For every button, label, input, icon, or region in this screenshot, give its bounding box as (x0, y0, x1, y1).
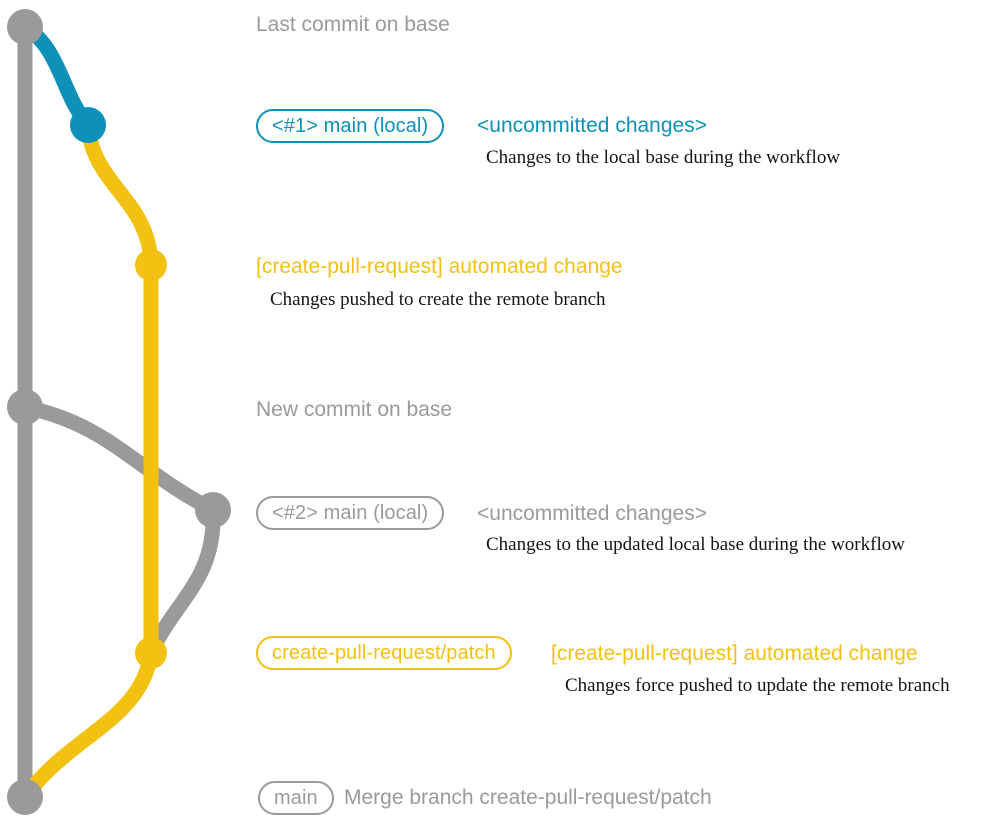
row-automated-change-1: [create-pull-request] automated change (256, 256, 623, 277)
commit-dot-automated-change-1 (135, 249, 167, 281)
branch-badge-main-local-2[interactable]: <#2> main (local) (256, 496, 445, 530)
row-main-local-1-detail: Changes to the local base during the wor… (486, 148, 840, 167)
headline-last-commit-on-base: Last commit on base (256, 13, 450, 36)
headline-uncommitted-changes-2: <uncommitted changes> (477, 502, 707, 525)
branch-badge-main[interactable]: main (258, 781, 334, 815)
edge-base-to-updated-local (17, 399, 221, 518)
row-automated-change-2: [create-pull-request] automated change (551, 643, 918, 664)
row-automated-change-1-detail: Changes pushed to create the remote bran… (270, 290, 606, 309)
commit-dot-main-local-1 (70, 107, 106, 143)
branch-badge-main-local-1[interactable]: <#1> main (local) (256, 109, 445, 143)
commit-dot-last-commit-on-base (7, 9, 43, 45)
edge-local-to-automated-1 (80, 117, 159, 273)
headline-automated-change-1: [create-pull-request] automated change (256, 255, 623, 278)
commit-dots (7, 9, 231, 815)
commit-dot-merge-main (7, 779, 43, 815)
commit-dot-main-local-2 (195, 492, 231, 528)
row-last-commit-on-base: Last commit on base (256, 14, 450, 35)
row-main-local-2: <uncommitted changes> (477, 503, 707, 524)
commit-dot-new-commit-on-base (7, 389, 43, 425)
row-main-local-2-detail: Changes to the updated local base during… (486, 535, 905, 554)
edge-patch-merge-to-base (17, 645, 159, 805)
headline-merge-branch: Merge branch create-pull-request/patch (344, 786, 712, 809)
edge-updated-local-to-patch (143, 502, 221, 661)
headline-automated-change-2: [create-pull-request] automated change (551, 642, 918, 665)
row-automated-change-2-detail: Changes force pushed to update the remot… (565, 676, 950, 695)
row-main-local-1: <uncommitted changes> (477, 115, 707, 136)
commit-dot-automated-change-2 (135, 637, 167, 669)
row-new-commit-on-base: New commit on base (256, 399, 452, 420)
row-merge-commit: Merge branch create-pull-request/patch (344, 787, 712, 808)
subline-updated-local-base-changes: Changes to the updated local base during… (486, 534, 905, 555)
headline-new-commit-on-base: New commit on base (256, 398, 453, 421)
headline-uncommitted-changes-1: <uncommitted changes> (477, 114, 707, 137)
subline-local-base-changes: Changes to the local base during the wor… (486, 147, 841, 168)
subline-push-create-remote-branch: Changes pushed to create the remote bran… (270, 289, 606, 310)
branch-badge-create-pull-request-patch[interactable]: create-pull-request/patch (256, 636, 512, 670)
subline-force-push-update-remote-branch: Changes force pushed to update the remot… (565, 675, 950, 696)
